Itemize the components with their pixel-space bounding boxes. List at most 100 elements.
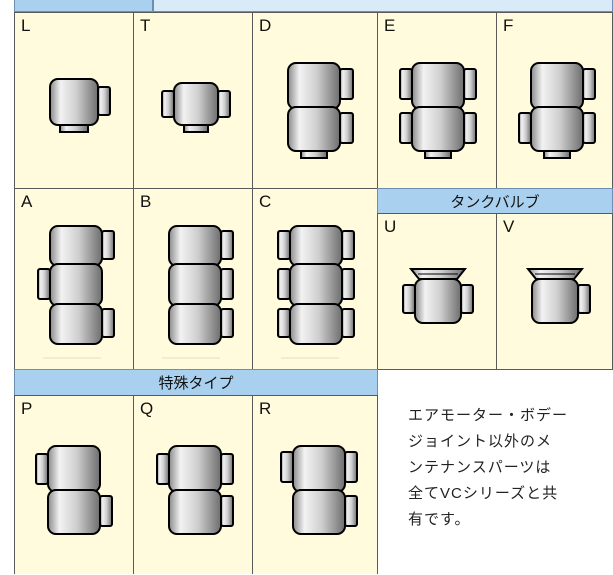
port-nozzle — [399, 68, 413, 100]
cell-type-V: V — [496, 213, 613, 370]
valve-body — [49, 225, 103, 267]
cell-type-F: F — [496, 12, 613, 189]
valve-body — [292, 445, 346, 493]
stem-nozzle — [300, 150, 328, 159]
cell-type-U: U — [377, 213, 497, 370]
valve-body — [414, 278, 462, 324]
type-label-D: D — [259, 16, 272, 35]
port-nozzle — [277, 308, 291, 338]
valve-body — [173, 82, 219, 126]
type-label-Q: Q — [140, 399, 154, 418]
stem-nozzle — [59, 124, 89, 133]
port-nozzle — [339, 112, 354, 144]
valve-body — [168, 303, 222, 345]
port-nozzle — [217, 90, 231, 118]
port-nozzle — [460, 284, 474, 314]
port-nozzle — [220, 268, 234, 300]
special-type-header: 特殊タイプ — [14, 369, 378, 396]
stem-nozzle — [424, 150, 452, 159]
cell-type-A: A — [14, 188, 134, 370]
valve-body — [168, 263, 222, 307]
valve-drawing-V — [525, 268, 591, 324]
port-nozzle — [220, 308, 234, 338]
type-label-U: U — [384, 217, 397, 236]
top-header-band-left — [14, 0, 153, 12]
port-nozzle — [463, 68, 477, 100]
port-nozzle — [577, 284, 591, 314]
valve-drawing-U — [402, 268, 474, 324]
valve-body — [47, 489, 101, 535]
note-line: エアモーター・ボデー — [408, 407, 569, 424]
valve-drawing-L — [49, 78, 111, 133]
cell-type-Q: Q — [133, 395, 253, 574]
port-nozzle — [341, 230, 355, 260]
valve-body — [289, 303, 343, 345]
port-nozzle — [582, 112, 596, 144]
valve-body — [289, 225, 343, 267]
port-nozzle — [463, 112, 477, 144]
type-label-R: R — [259, 399, 272, 418]
port-nozzle — [37, 268, 51, 300]
tank-valve-header: タンクバルブ — [377, 188, 613, 214]
stem-nozzle — [543, 150, 571, 159]
type-label-E: E — [384, 16, 396, 35]
valve-body — [531, 278, 579, 324]
note-line: ンテナンスパーツは — [408, 459, 552, 476]
valve-drawing-C — [277, 225, 355, 359]
port-nozzle — [156, 453, 170, 485]
port-nozzle — [399, 112, 413, 144]
type-label-F: F — [503, 16, 514, 35]
valve-drawing-A — [37, 225, 115, 359]
tank-valve-title: タンクバルブ — [450, 193, 540, 211]
port-nozzle — [220, 453, 234, 485]
type-label-L: L — [21, 16, 31, 35]
valve-body — [292, 489, 346, 535]
valve-body — [49, 78, 99, 126]
port-nozzle — [341, 308, 355, 338]
type-label-V: V — [503, 217, 515, 236]
valve-drawing-F — [518, 62, 596, 159]
cell-type-E: E — [377, 12, 497, 189]
valve-drawing-D — [287, 62, 354, 159]
valve-body — [49, 263, 103, 307]
valve-body — [49, 303, 103, 345]
port-nozzle — [220, 230, 234, 260]
top-header-band-right — [153, 0, 613, 12]
valve-body — [411, 62, 465, 110]
port-nozzle — [344, 495, 358, 527]
port-nozzle — [402, 284, 416, 314]
cell-type-L: L — [14, 12, 134, 189]
valve-body — [168, 225, 222, 267]
port-nozzle — [341, 268, 355, 300]
special-type-title: 特殊タイプ — [158, 375, 234, 392]
port-nozzle — [101, 308, 115, 338]
cell-type-C: C — [252, 188, 378, 370]
maintenance-note: エアモーター・ボデー ジョイント以外のメ ンテナンスパーツは 全てVCシリーズと… — [408, 403, 598, 533]
valve-body — [47, 445, 101, 493]
cell-type-D: D — [252, 12, 378, 189]
port-nozzle — [101, 230, 115, 260]
cell-type-R: R — [252, 395, 378, 574]
note-line: 全てVCシリーズと共 — [408, 485, 559, 502]
port-nozzle — [35, 453, 49, 485]
valve-body — [530, 106, 584, 152]
note-line: ジョイント以外のメ — [408, 433, 553, 450]
type-label-P: P — [21, 399, 33, 418]
valve-body — [287, 62, 341, 110]
valve-drawing-Q — [156, 445, 234, 535]
valve-drawing-P — [35, 445, 113, 535]
port-nozzle — [518, 112, 532, 144]
port-nozzle — [344, 451, 358, 483]
type-label-C: C — [259, 192, 272, 211]
port-nozzle — [97, 86, 111, 116]
port-nozzle — [277, 230, 291, 260]
valve-body — [411, 106, 465, 152]
port-nozzle — [277, 268, 291, 300]
note-line: 有です。 — [408, 511, 471, 528]
valve-body — [530, 62, 584, 110]
stem-nozzle — [183, 124, 209, 133]
valve-drawing-T — [161, 82, 231, 133]
valve-body — [287, 106, 341, 152]
port-nozzle — [339, 68, 354, 100]
cell-type-T: T — [133, 12, 253, 189]
